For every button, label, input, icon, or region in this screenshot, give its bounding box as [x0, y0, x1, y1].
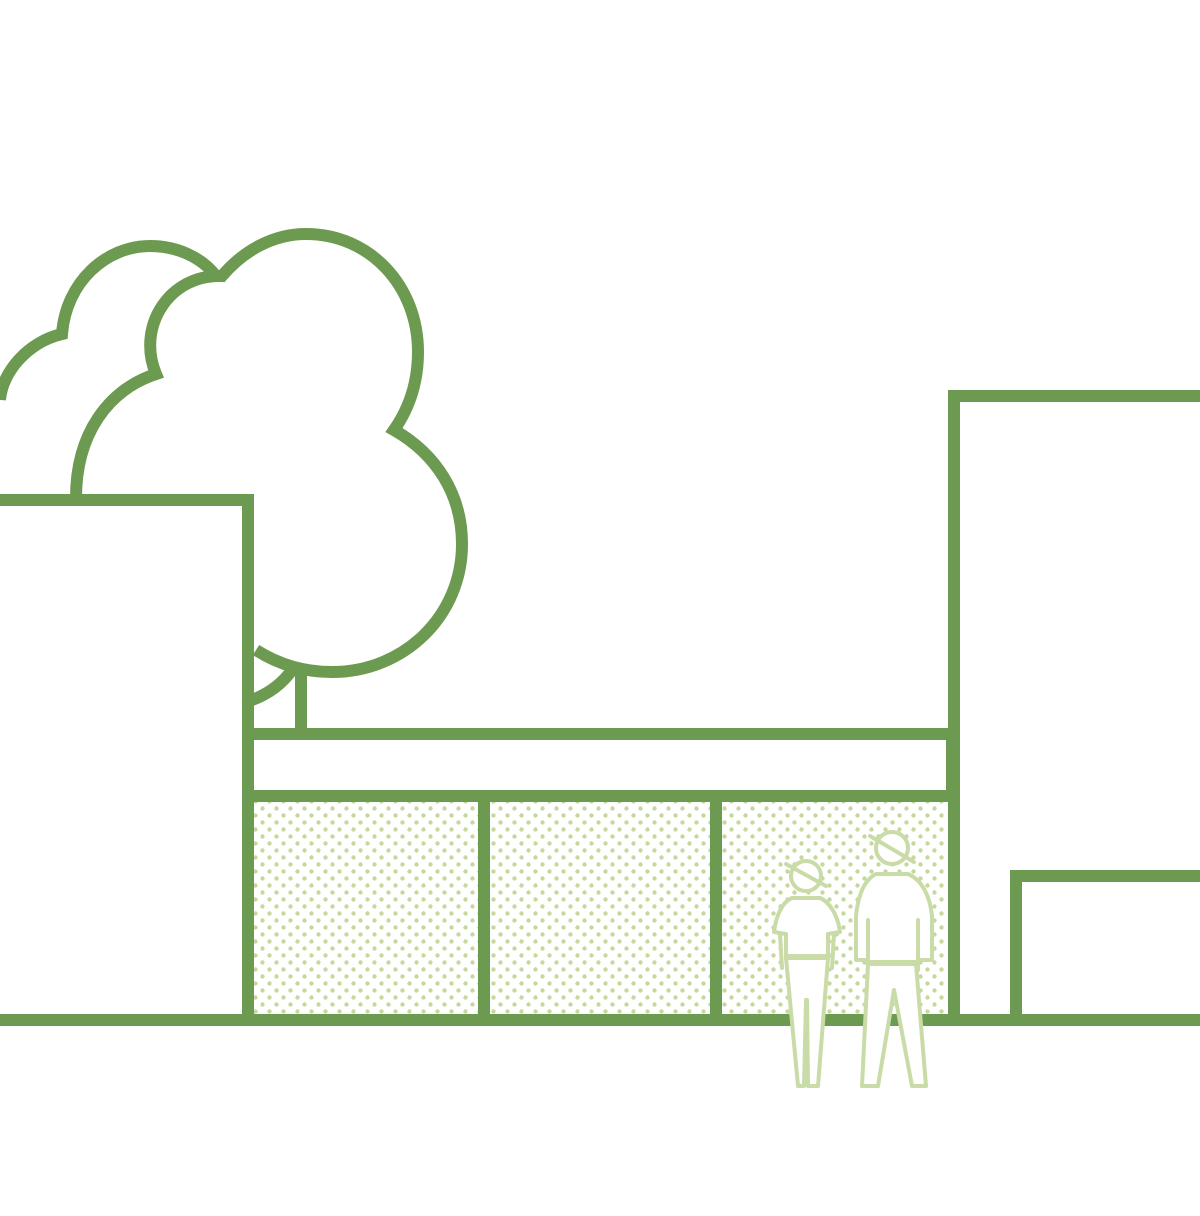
lower-canopy-lobe — [249, 666, 297, 706]
back-canopy — [0, 239, 221, 401]
person-1-arm-right — [830, 932, 836, 970]
person-1-cap — [784, 862, 828, 888]
left-building — [0, 494, 254, 1026]
front-canopy — [70, 227, 469, 679]
person-icon — [772, 859, 842, 1088]
person-1-legs — [784, 956, 830, 1088]
storefront-icon — [242, 728, 958, 1020]
person-2-cap — [868, 834, 916, 864]
storefront-fascia — [242, 728, 958, 802]
person-1-arm-left — [778, 932, 784, 970]
tree-icon — [0, 227, 469, 734]
person-icon-2 — [854, 830, 934, 1088]
left-building-body — [0, 494, 254, 1026]
right-building — [948, 390, 1200, 1026]
storefront-glass — [254, 802, 946, 1014]
right-low-building — [1010, 870, 1200, 1026]
right-tall-building — [948, 390, 1200, 1026]
person-2-legs — [860, 962, 928, 1088]
